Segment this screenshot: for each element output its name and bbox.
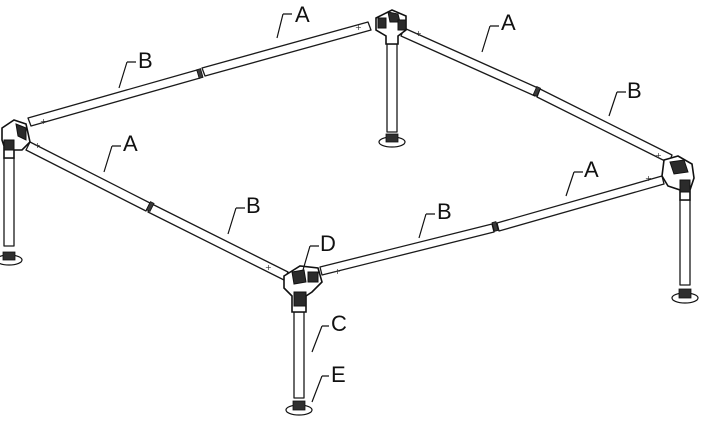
- pipe-segment-a: [201, 21, 372, 77]
- label-foot: E: [331, 362, 346, 387]
- svg-text:+: +: [265, 263, 272, 272]
- rail-front-left: [25, 141, 289, 281]
- pipe-segment-b: [27, 69, 201, 127]
- corner-fitting-front: [283, 265, 323, 313]
- svg-text:+: +: [645, 174, 652, 183]
- label-leg: C: [331, 311, 347, 336]
- pipe-segment-a: [400, 27, 539, 97]
- leg-front: [285, 311, 313, 416]
- svg-text:+: +: [34, 141, 41, 150]
- pipe-segment-a: [496, 175, 665, 232]
- label-rail-segment-a: A: [501, 10, 516, 35]
- rail-back-left: [27, 21, 372, 127]
- svg-text:+: +: [415, 29, 422, 38]
- corner-fitting-left: [1, 119, 31, 159]
- label-rail-segment-a: A: [584, 157, 599, 182]
- pipe-segment-b: [319, 223, 495, 276]
- label-rail-segment-a: A: [123, 131, 138, 156]
- svg-text:+: +: [40, 117, 47, 126]
- label-rail-segment-b: B: [627, 78, 642, 103]
- label-rail-segment-b: B: [138, 48, 153, 73]
- svg-text:+: +: [355, 23, 362, 32]
- svg-text:+: +: [655, 151, 662, 160]
- label-rail-segment-b: B: [437, 199, 452, 224]
- leg-left: [0, 157, 23, 266]
- pipe-segment-b: [536, 88, 673, 164]
- pipe-segment-a: [25, 141, 151, 212]
- corner-fitting-right: [661, 155, 695, 201]
- rail-front-right: [319, 175, 665, 276]
- svg-text:+: +: [334, 267, 341, 276]
- label-rail-segment-a: A: [295, 2, 310, 27]
- label-rail-segment-b: B: [246, 193, 261, 218]
- leg-right: [671, 199, 699, 304]
- label-corner-fitting: D: [320, 231, 336, 256]
- leg-back: [378, 43, 406, 148]
- corner-fitting-back: [375, 9, 407, 45]
